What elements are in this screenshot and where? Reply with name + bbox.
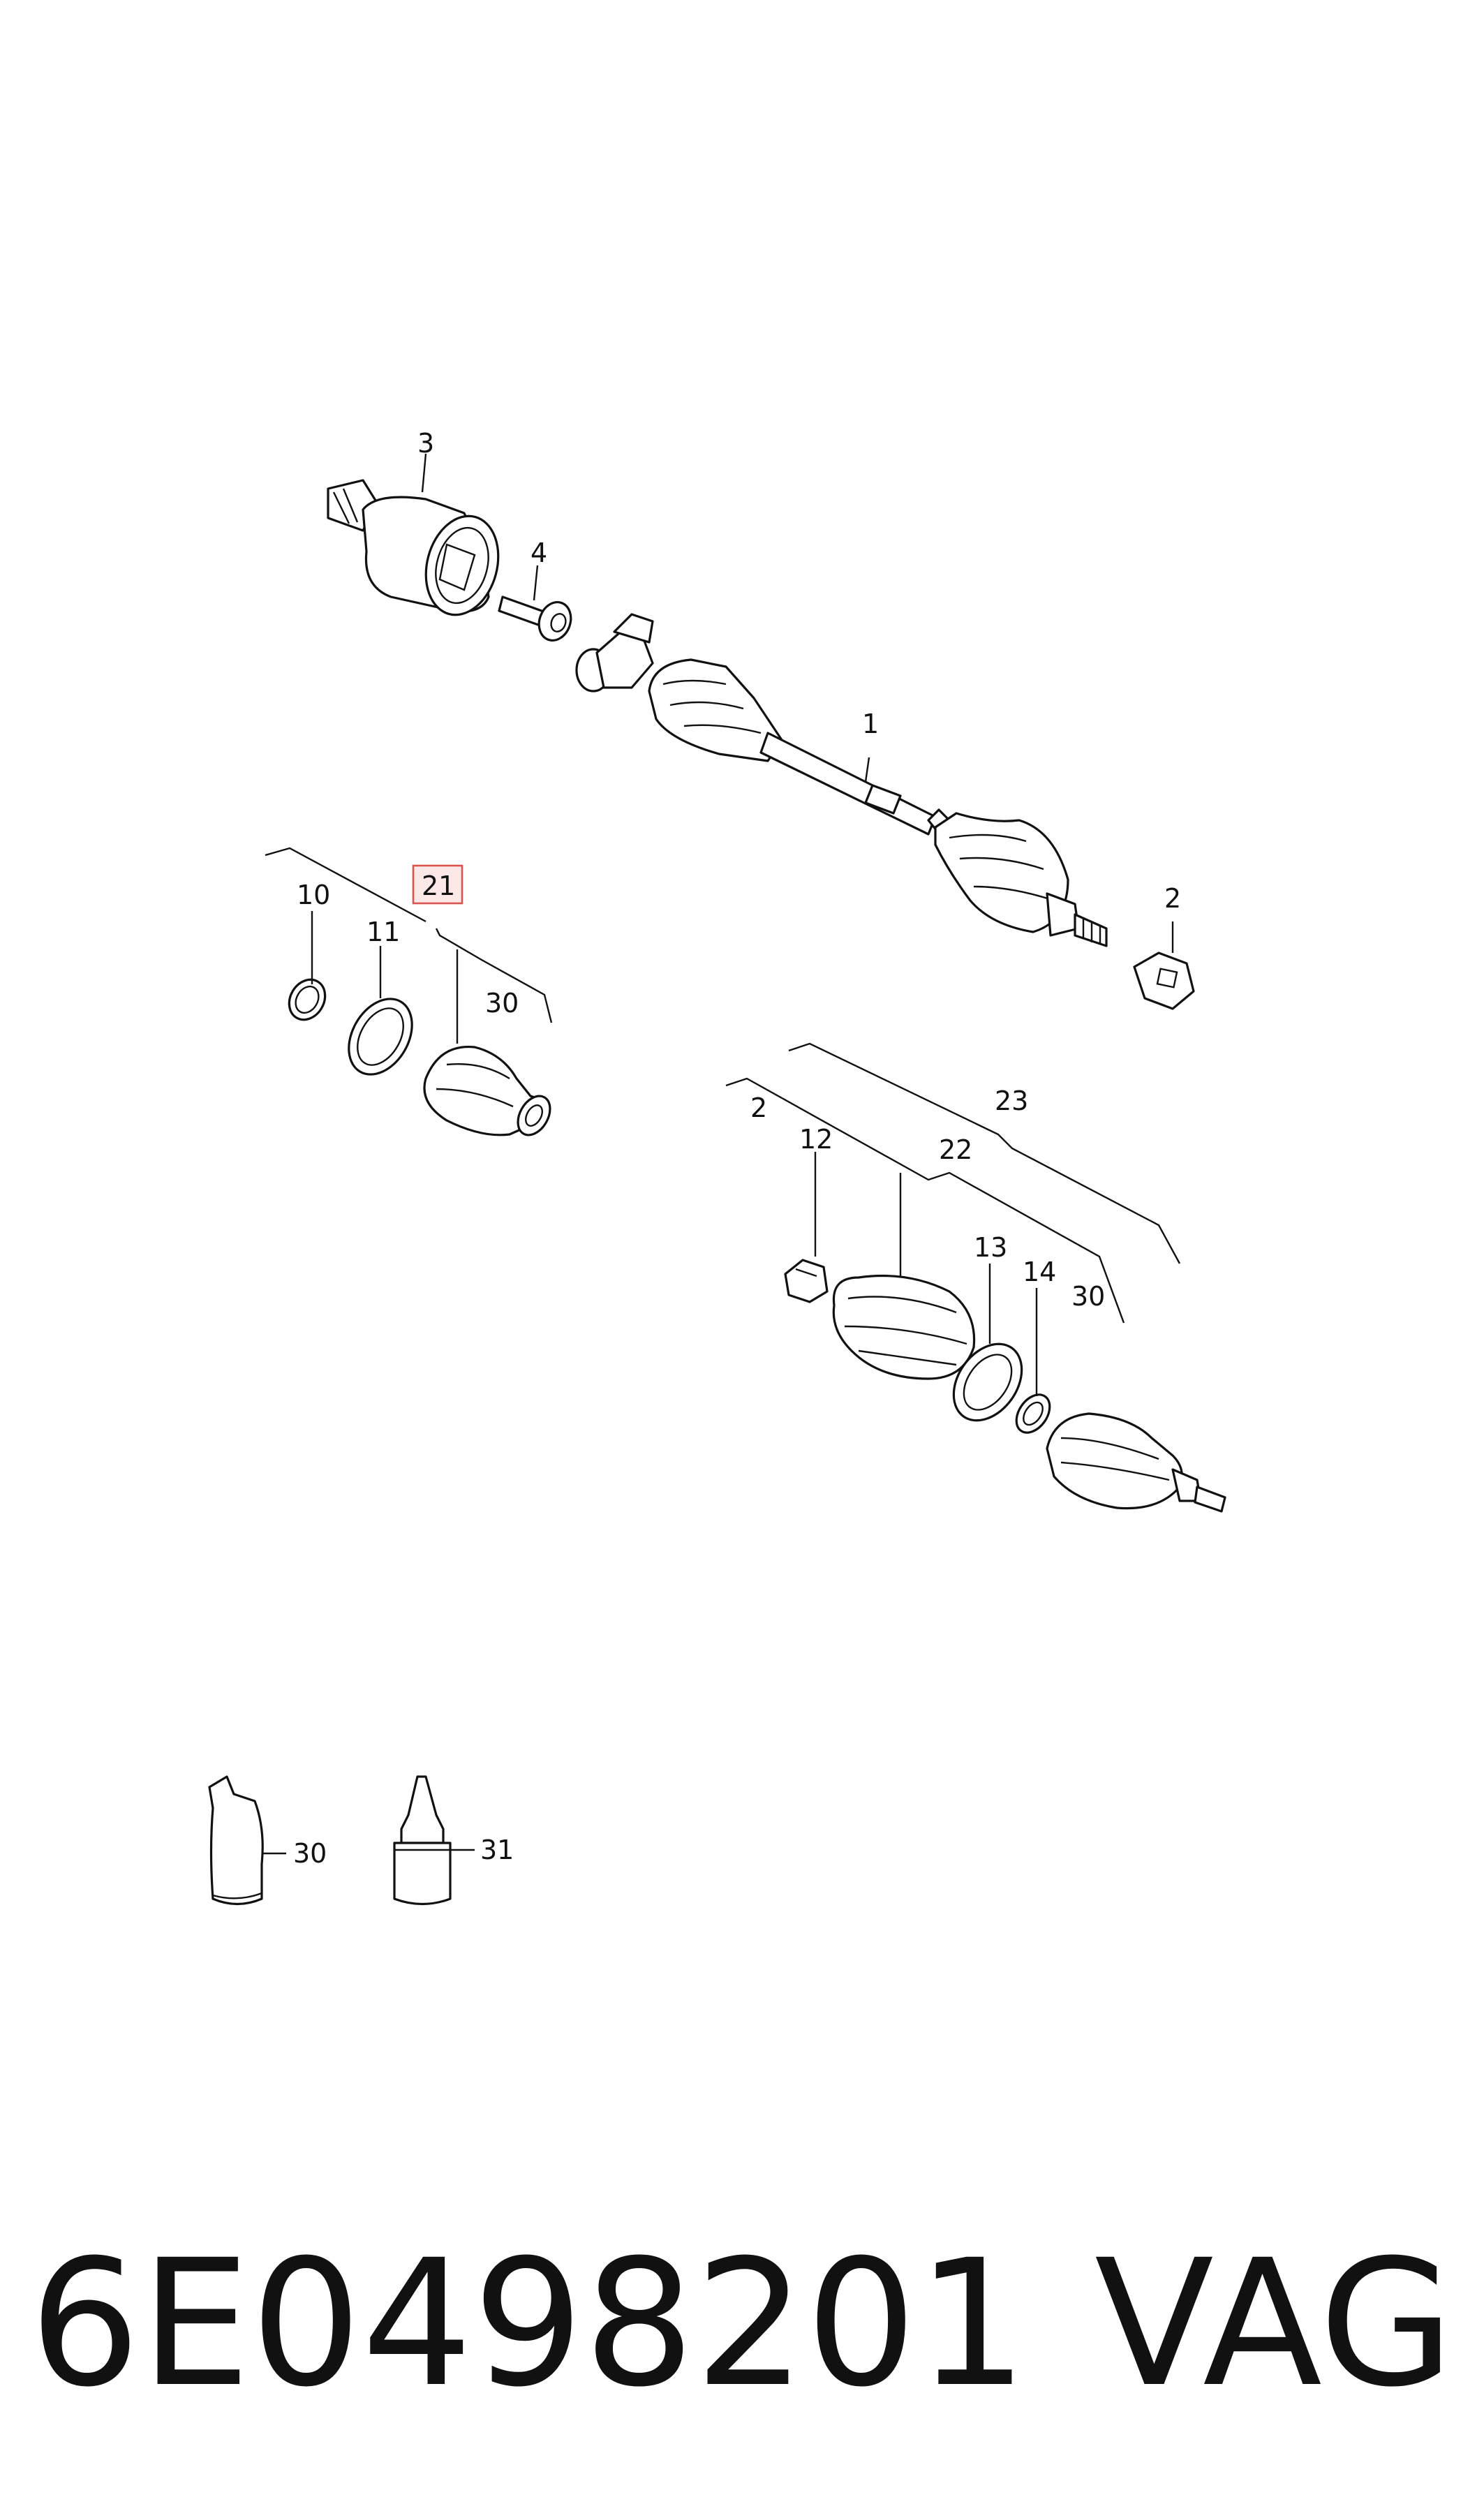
brand-label: VAG xyxy=(1095,2222,1454,2425)
callout-1: 1 xyxy=(862,709,879,739)
callout-30-grease: 30 xyxy=(293,1838,327,1869)
part-number-label: 6E0498201 xyxy=(29,2222,1027,2425)
grease-tube-30[interactable] xyxy=(208,1775,264,1906)
inner-joint-housing[interactable] xyxy=(327,479,509,623)
sealant-bottle-31[interactable] xyxy=(393,1775,452,1906)
callout-30-upper: 30 xyxy=(485,988,519,1019)
bolt[interactable] xyxy=(498,595,576,645)
callout-2-nut: 2 xyxy=(1164,883,1181,914)
kit-22-23-brackets xyxy=(725,1042,1181,1324)
outer-boot-22[interactable] xyxy=(832,1274,976,1380)
callout-22: 22 xyxy=(939,1134,972,1165)
drive-shaft-assembly[interactable] xyxy=(575,613,1108,947)
callout-10: 10 xyxy=(297,880,330,910)
callout-numbers: 3 4 1 2 21 10 11 30 23 2 12 22 13 14 30 … xyxy=(293,428,1181,1869)
callout-23: 23 xyxy=(995,1086,1028,1116)
inner-boot-30[interactable] xyxy=(423,1045,556,1141)
callout-13: 13 xyxy=(974,1232,1007,1263)
callout-12: 12 xyxy=(799,1124,833,1155)
clamp-ring-11[interactable] xyxy=(336,988,424,1086)
callout-3: 3 xyxy=(417,428,434,459)
hub-nut[interactable] xyxy=(1133,951,1195,1010)
callout-21: 21 xyxy=(422,871,455,901)
clamp-12[interactable] xyxy=(784,1259,829,1303)
callout-30-lower: 30 xyxy=(1071,1281,1105,1312)
snap-ring-14[interactable] xyxy=(1009,1388,1056,1439)
kit-21-highlight-box[interactable] xyxy=(412,864,463,905)
leader-lines xyxy=(262,453,1174,1855)
callout-2-group: 2 xyxy=(750,1093,767,1123)
repair-kit-21-group xyxy=(265,847,553,1023)
callout-4: 4 xyxy=(530,538,547,568)
snap-ring-10[interactable] xyxy=(282,973,332,1026)
clamp-13[interactable] xyxy=(940,1331,1036,1433)
inner-boot-23[interactable] xyxy=(1046,1412,1226,1513)
callout-11: 11 xyxy=(366,917,400,947)
callout-31: 31 xyxy=(480,1835,514,1865)
callout-14: 14 xyxy=(1023,1257,1056,1287)
